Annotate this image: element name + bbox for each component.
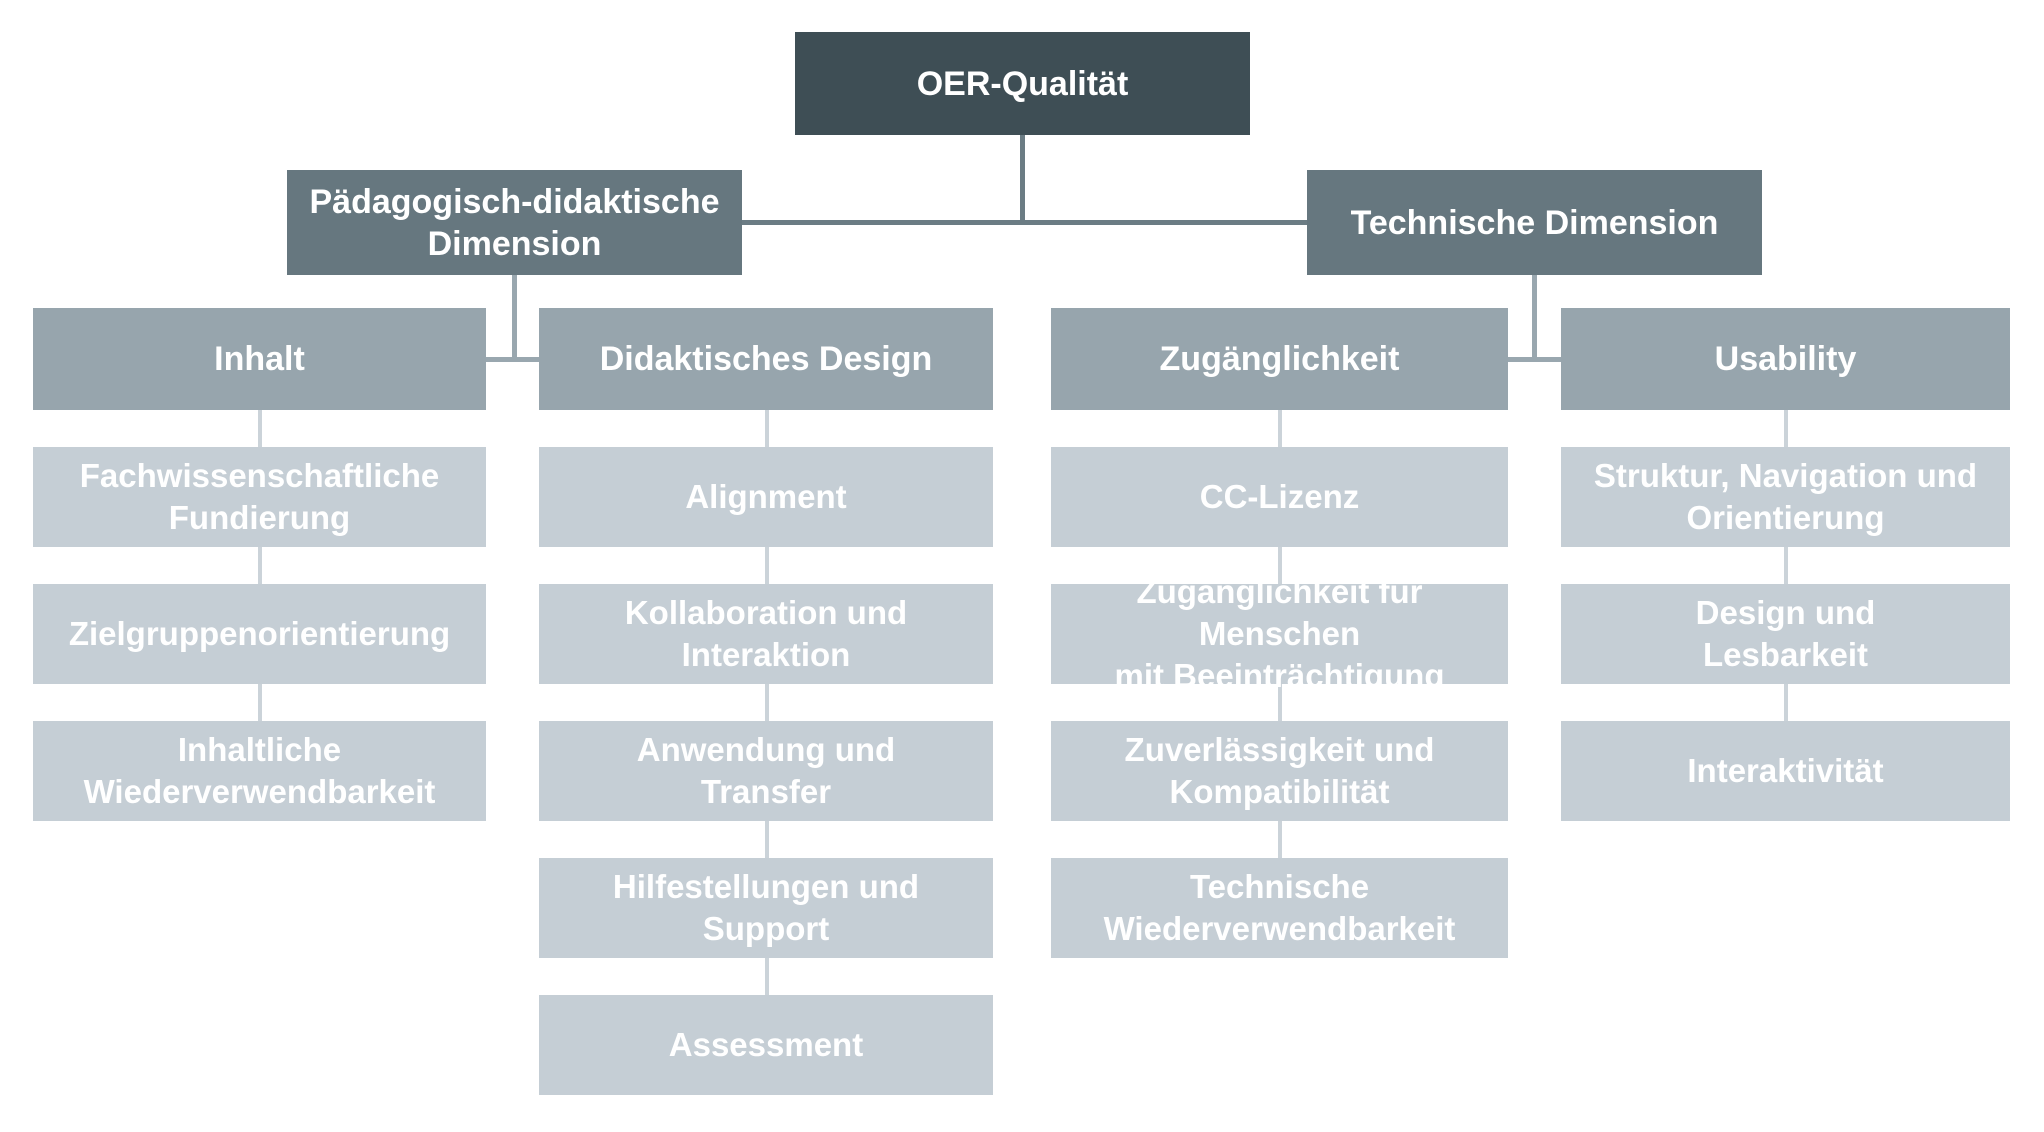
column-connector xyxy=(765,410,769,447)
item-inhaltliche-wiederverwendbarkeit: Inhaltliche Wiederverwendbarkeit xyxy=(33,721,486,821)
item-alignment: Alignment xyxy=(539,447,993,547)
column-connector xyxy=(1784,684,1788,721)
connector-root-stem xyxy=(1020,135,1025,223)
item-zugaenglichkeit-fuer-menschen: Zugänglichkeit für Menschen mit Beeinträ… xyxy=(1051,573,1508,694)
item-hilfestellungen-und-support: Hilfestellungen und Support xyxy=(539,858,993,958)
dimension-box-technisch: Technische Dimension xyxy=(1307,170,1762,275)
column-connector xyxy=(1784,547,1788,584)
column-connector xyxy=(765,821,769,858)
column-connector xyxy=(765,684,769,721)
category-header-inhalt: Inhalt xyxy=(33,308,486,410)
item-cc-lizenz: CC-Lizenz xyxy=(1051,447,1508,547)
connector-paedagogisch-stem xyxy=(512,275,517,362)
column-connector xyxy=(765,547,769,584)
item-struktur-navigation-orientierung: Struktur, Navigation und Orientierung xyxy=(1561,447,2010,547)
item-fachwissenschaftliche-fundierung: Fachwissenschaftliche Fundierung xyxy=(33,447,486,547)
column-connector xyxy=(765,958,769,995)
item-technische-wiederverwendbarkeit: Technische Wiederverwendbarkeit xyxy=(1051,858,1508,958)
connector-technisch-stem xyxy=(1532,275,1537,362)
connector-dimensions-bar xyxy=(742,220,1307,225)
column-connector xyxy=(1278,410,1282,447)
column-connector xyxy=(1278,821,1282,858)
item-zuverlaessigkeit-und-kompatibilitaet: Zuverlässigkeit und Kompatibilität xyxy=(1051,721,1508,821)
item-design-und-lesbarkeit: Design und Lesbarkeit xyxy=(1561,584,2010,684)
category-header-zugaenglichkeit: Zugänglichkeit xyxy=(1051,308,1508,410)
category-header-didaktisches-design: Didaktisches Design xyxy=(539,308,993,410)
root-box-oer-qualitaet: OER-Qualität xyxy=(795,32,1250,135)
category-header-usability: Usability xyxy=(1561,308,2010,410)
item-assessment: Assessment xyxy=(539,995,993,1095)
column-connector xyxy=(1278,547,1282,584)
column-connector xyxy=(1278,684,1282,721)
item-zielgruppenorientierung: Zielgruppenorientierung xyxy=(33,584,486,684)
item-kollaboration-und-interaktion: Kollaboration und Interaktion xyxy=(539,584,993,684)
item-anwendung-und-transfer: Anwendung und Transfer xyxy=(539,721,993,821)
column-connector xyxy=(258,410,262,447)
connector-technisch-bar xyxy=(1508,357,1561,362)
column-connector xyxy=(258,684,262,721)
column-connector xyxy=(258,547,262,584)
item-interaktivitaet: Interaktivität xyxy=(1561,721,2010,821)
column-connector xyxy=(1784,410,1788,447)
connector-paedagogisch-bar xyxy=(486,357,541,362)
dimension-box-paedagogisch-didaktisch: Pädagogisch-didaktische Dimension xyxy=(287,170,742,275)
